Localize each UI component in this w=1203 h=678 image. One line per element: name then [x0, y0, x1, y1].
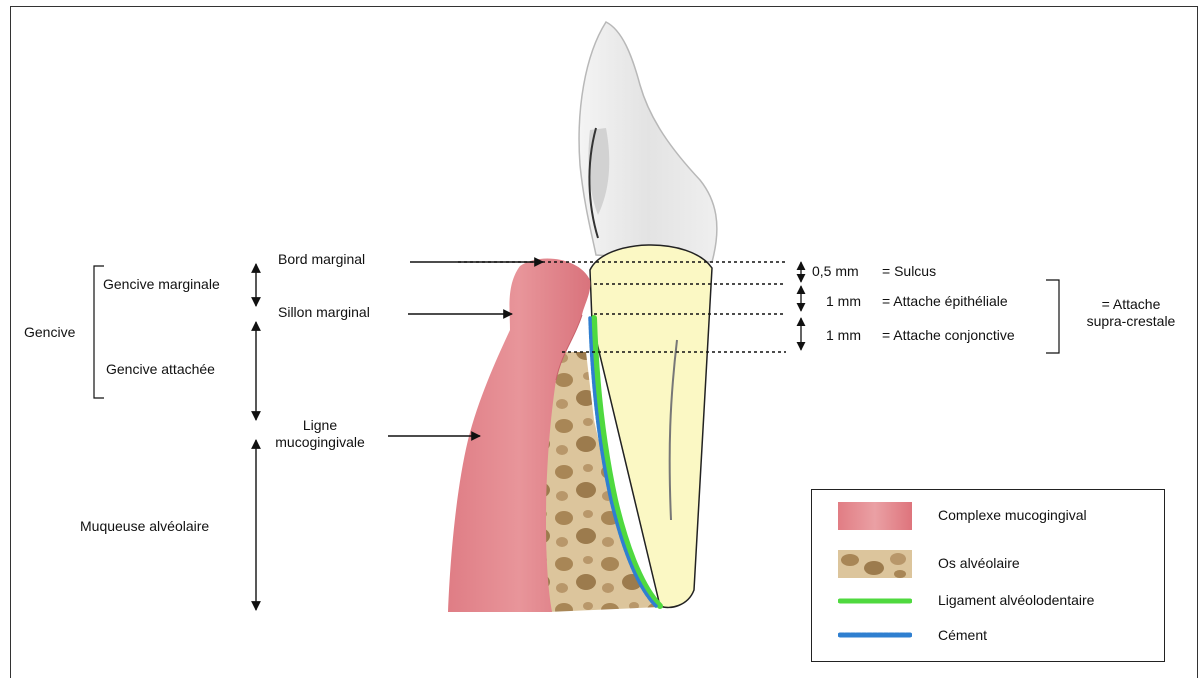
label-ligne-line1: Ligne [270, 417, 370, 434]
label-gencive-attachee: Gencive attachée [106, 361, 215, 378]
label-sillon-marginal: Sillon marginal [278, 304, 370, 321]
legend-bone-texture [838, 550, 912, 578]
legend-swatch-os [838, 550, 912, 578]
legend-swatch-ligament [838, 596, 912, 606]
legend-label-ligament: Ligament alvéolodentaire [938, 592, 1094, 609]
legend-label-os: Os alvéolaire [938, 555, 1020, 572]
supra-crestal-bracket [1046, 280, 1059, 353]
label-mm-05: 0,5 mm [812, 263, 859, 280]
label-supra-line2: supra-crestale [1066, 313, 1196, 330]
legend-swatch-cement [838, 630, 912, 640]
legend: Complexe mucogingival Os alvéolaire Liga… [811, 489, 1165, 662]
label-muqueuse-alveolaire: Muqueuse alvéolaire [80, 518, 209, 535]
label-supra-line1: = Attache [1066, 296, 1196, 313]
label-mm-1b: 1 mm [826, 327, 861, 344]
legend-label-mucogingival: Complexe mucogingival [938, 507, 1087, 524]
legend-swatch-mucogingival [838, 502, 912, 530]
label-sulcus: = Sulcus [882, 263, 936, 280]
label-gencive: Gencive [24, 324, 75, 341]
legend-label-cement: Cément [938, 627, 987, 644]
label-bord-marginal: Bord marginal [278, 251, 365, 268]
label-ligne-line2: mucogingivale [270, 434, 370, 451]
label-attache-epitheliale: = Attache épithéliale [882, 293, 1008, 310]
label-gencive-marginale: Gencive marginale [103, 276, 220, 293]
label-attache-supra-crestale: = Attache supra-crestale [1066, 296, 1196, 330]
label-mm-1a: 1 mm [826, 293, 861, 310]
label-ligne-mucogingivale: Ligne mucogingivale [270, 417, 370, 451]
label-attache-conjonctive: = Attache conjonctive [882, 327, 1015, 344]
